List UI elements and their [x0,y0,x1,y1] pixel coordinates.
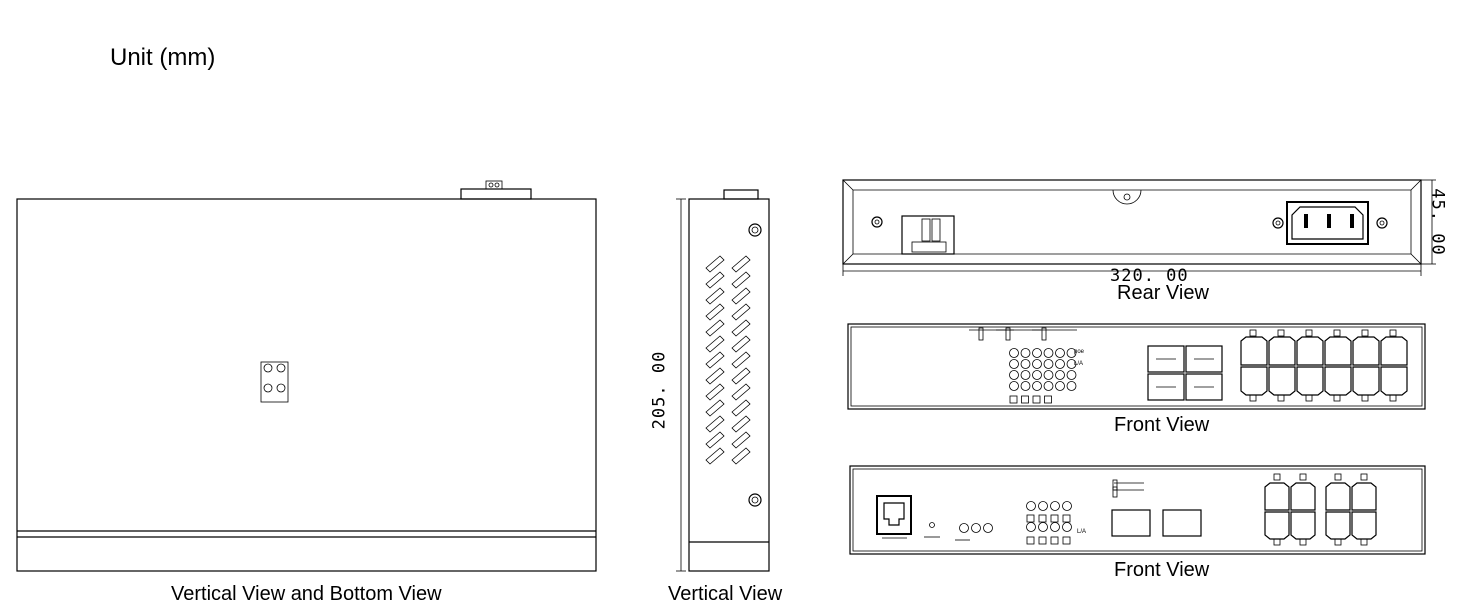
poe-mark: poe [1074,349,1085,355]
la-mark: L/A [1074,361,1084,367]
front-view-caption-2: Front View [1114,559,1210,581]
top-bottom-view-caption: Vertical View and Bottom View [171,583,442,605]
front-view-2 [849,465,1426,555]
height-dimension: 45. 00 [1427,188,1448,256]
side-view [676,189,770,572]
unit-label: Unit (mm) [110,44,216,71]
rear-view-caption: Rear View [1117,282,1209,304]
rear-view [842,179,1436,276]
top-bottom-view [16,180,597,572]
front-view-caption-1: Front View [1114,414,1210,436]
width-dimension: 320. 00 [1110,266,1189,286]
front-view-1 [260,323,1426,410]
depth-dimension: 205. 00 [649,350,670,430]
side-view-caption: Vertical View [668,583,783,605]
la-mark-lower: L/A [1077,529,1087,535]
